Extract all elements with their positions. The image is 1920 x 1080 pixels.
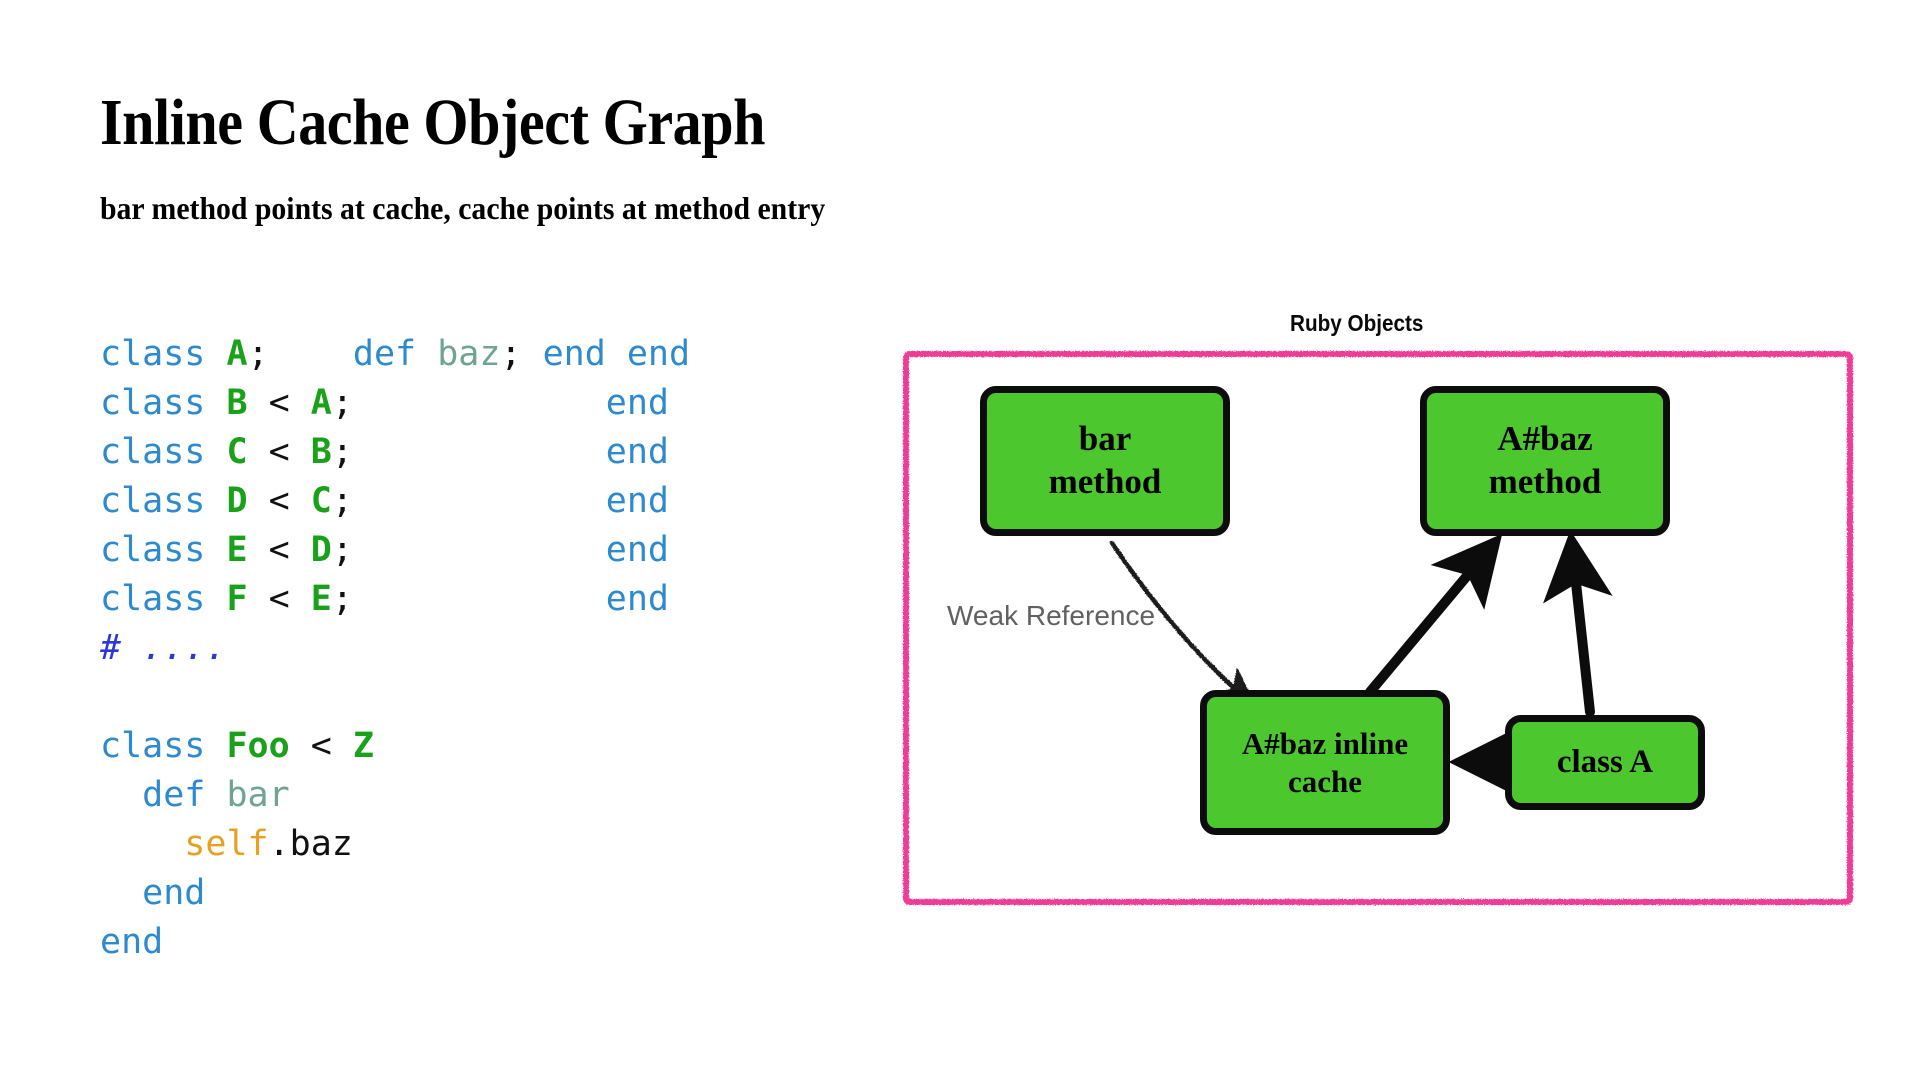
code-token — [269, 334, 353, 374]
code-token: ; — [331, 530, 353, 570]
code-line: class A; def baz; end end — [100, 330, 690, 379]
code-token: < — [247, 432, 311, 472]
code-line: class F < E; end — [100, 575, 690, 624]
code-token: class — [100, 334, 227, 374]
code-token — [353, 481, 606, 521]
code-line: end — [100, 918, 690, 967]
code-token: class — [100, 579, 227, 619]
code-token: end — [605, 432, 669, 472]
code-token: ; — [331, 579, 353, 619]
code-token: end — [100, 922, 164, 962]
object-graph-diagram: Ruby Objects — [900, 300, 1860, 950]
code-token: F — [226, 579, 248, 619]
code-token: D — [226, 481, 248, 521]
code-token: ; — [331, 432, 353, 472]
node-label-line: bar — [1078, 419, 1132, 459]
code-token: A — [226, 334, 248, 374]
code-token: A — [310, 383, 332, 423]
ruby-objects-label: Ruby Objects — [1290, 310, 1424, 336]
code-line: class Foo < Z — [100, 722, 690, 771]
code-token — [353, 383, 606, 423]
code-token: < — [289, 726, 353, 766]
code-token: B — [226, 383, 248, 423]
node-label-line: A#baz — [1497, 419, 1593, 459]
code-token: class — [100, 432, 227, 472]
node-label-line: A#baz inline — [1241, 725, 1409, 761]
code-token: E — [226, 530, 248, 570]
code-token — [353, 530, 606, 570]
code-token: end end — [542, 334, 691, 374]
code-line: # .... — [100, 624, 690, 673]
code-token: self — [184, 824, 269, 864]
code-token: class — [100, 726, 227, 766]
code-token: B — [310, 432, 332, 472]
code-token: bar — [226, 775, 290, 815]
code-token: < — [247, 579, 311, 619]
code-line: class C < B; end — [100, 428, 690, 477]
code-token: ; — [331, 481, 353, 521]
code-line: class E < D; end — [100, 526, 690, 575]
node-label-line: class A — [1556, 744, 1654, 781]
code-token: def — [352, 334, 438, 374]
code-token: baz — [437, 334, 501, 374]
code-token: end — [605, 530, 669, 570]
code-token — [100, 775, 142, 815]
code-token: Foo — [226, 726, 290, 766]
code-token: < — [247, 481, 311, 521]
code-token: < — [247, 530, 311, 570]
code-token — [100, 824, 184, 864]
code-token: class — [100, 383, 227, 423]
code-line: class B < A; end — [100, 379, 690, 428]
code-token: E — [310, 579, 332, 619]
code-token: # .... — [100, 628, 227, 668]
code-line — [100, 673, 690, 722]
code-token: < — [247, 383, 311, 423]
code-token: end — [605, 579, 669, 619]
ruby-objects-frame-border — [903, 351, 1853, 905]
code-token: class — [100, 530, 227, 570]
code-token: end — [142, 873, 206, 913]
code-token: Z — [352, 726, 374, 766]
page-subtitle: bar method points at cache, cache points… — [100, 190, 826, 226]
code-line: end — [100, 869, 690, 918]
code-token: .baz — [268, 824, 353, 864]
code-token: D — [310, 530, 332, 570]
code-line: def bar — [100, 771, 690, 820]
code-token — [100, 873, 142, 913]
code-line: class D < C; end — [100, 477, 690, 526]
page-title: Inline Cache Object Graph — [100, 86, 765, 159]
code-token: C — [226, 432, 248, 472]
code-token: C — [310, 481, 332, 521]
code-line: self.baz — [100, 820, 690, 869]
code-token: class — [100, 481, 227, 521]
node-label-line: method — [1048, 462, 1162, 501]
weak-reference-label: Weak Reference — [947, 600, 1156, 631]
code-token: ; — [500, 334, 522, 374]
code-token: def — [142, 775, 227, 815]
code-token — [353, 579, 606, 619]
code-token — [353, 432, 606, 472]
code-token: end — [605, 481, 669, 521]
code-token: ; — [247, 334, 269, 374]
node-class-a[interactable]: class A — [1505, 715, 1705, 810]
code-token — [521, 334, 542, 374]
code-token: end — [605, 383, 669, 423]
node-label-line: cache — [1287, 763, 1363, 799]
code-token: ; — [331, 383, 353, 423]
node-label-line: method — [1488, 462, 1602, 501]
